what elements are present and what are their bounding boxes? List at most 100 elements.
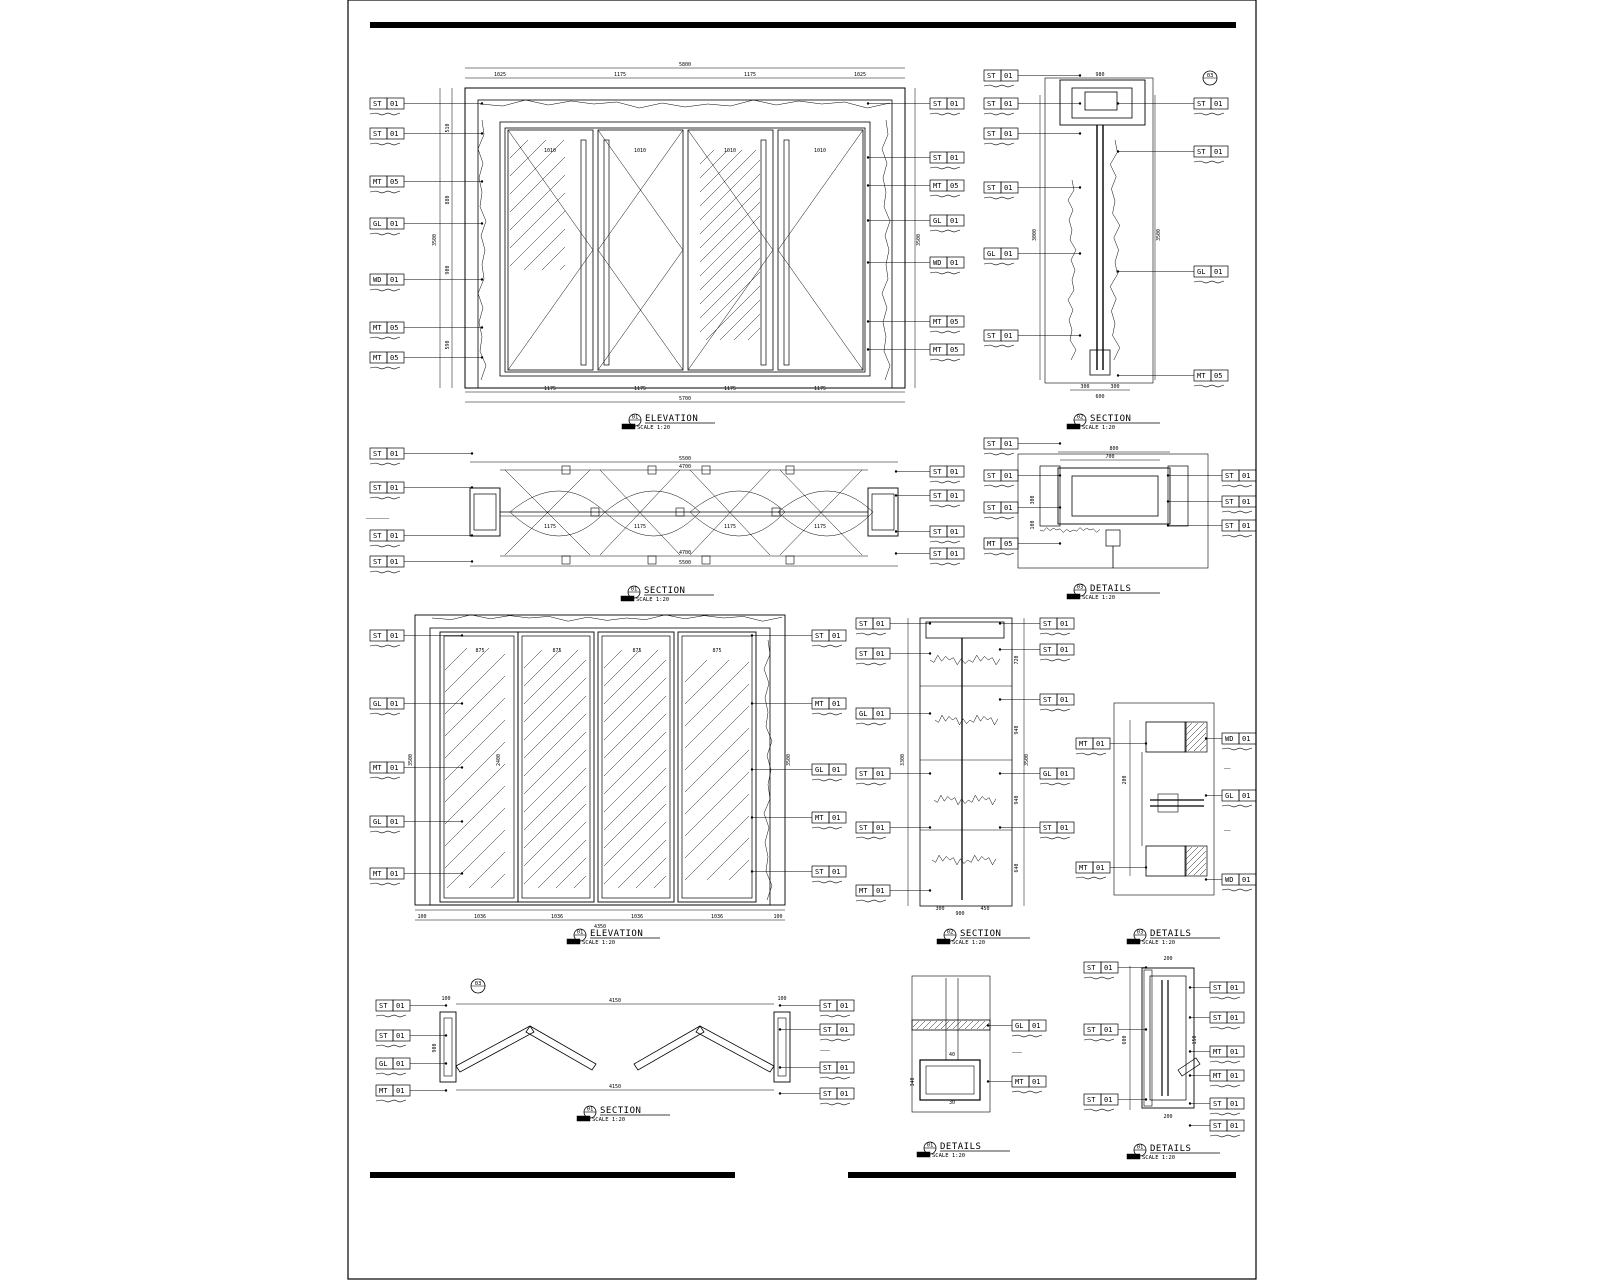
tag-note: [811, 778, 843, 782]
tag-code: ST: [1197, 100, 1206, 108]
hatch-line: [705, 285, 761, 341]
tag-note: [1075, 752, 1107, 756]
hatch-line: [1185, 722, 1205, 742]
glass-hatch: [444, 647, 506, 889]
dimension-text: 5800: [679, 62, 691, 68]
title-block-mark: [936, 938, 951, 945]
tag-note: [369, 112, 401, 116]
folded-leaf: [695, 1025, 775, 1073]
title-block-mark: [1126, 1153, 1141, 1160]
hatch-line: [509, 192, 566, 249]
note-text: ——: [1224, 828, 1231, 834]
tag-note: [1209, 1026, 1241, 1030]
tag-number-box: [1056, 821, 1075, 834]
dimension-text: 640: [1014, 863, 1020, 872]
pivot-marker: [675, 507, 685, 517]
leader-dot: [928, 889, 932, 892]
dimension-text: 1175: [544, 524, 556, 530]
tag-note: [1209, 1112, 1241, 1116]
dimension-text: 900: [432, 1043, 438, 1052]
detail-pivot: [1105, 529, 1121, 547]
tag-code: MT: [1015, 1078, 1024, 1086]
view-number: 01: [577, 930, 584, 936]
tag-note: [1039, 782, 1071, 786]
view-title-text: DETAILS: [1090, 584, 1131, 594]
swing-line: [507, 129, 594, 251]
dimension-text: 150: [1192, 1035, 1198, 1044]
tag-number-box: [1238, 789, 1257, 802]
tag-number-box: [1226, 1045, 1245, 1058]
dimension-text: 100: [773, 914, 782, 920]
view-number: 01: [1137, 1145, 1144, 1151]
tag-number: 01: [390, 818, 398, 826]
tag-number: 01: [1104, 1096, 1112, 1104]
leader-dot: [894, 552, 898, 555]
dimension-text: 300: [935, 906, 944, 912]
note-text: ———: [1012, 1050, 1023, 1056]
leader-dot: [480, 132, 484, 135]
tag-number-box: [1238, 469, 1257, 482]
hatch-line: [958, 1020, 968, 1030]
swing-line: [597, 129, 684, 251]
pivot-marker: [647, 555, 657, 565]
tag-note: [1011, 1090, 1043, 1094]
dimension-text: 1025: [854, 72, 866, 78]
leader-dot: [986, 1024, 990, 1027]
tag-note: [855, 722, 887, 726]
material-tag: ST 01: [369, 127, 484, 146]
hatch-line: [952, 1020, 962, 1030]
hatch-line: [976, 1020, 986, 1030]
tag-number: 01: [840, 1002, 848, 1010]
leader-dot: [894, 494, 898, 497]
leader-dot: [1188, 986, 1192, 989]
tag-number: 01: [1060, 620, 1068, 628]
tag-note: [369, 644, 401, 648]
tag-note: [1209, 1084, 1241, 1088]
tag-number-box: [1238, 519, 1257, 532]
tag-code: WD: [933, 259, 941, 267]
tag-number: 01: [832, 868, 840, 876]
tag-note: [1193, 384, 1225, 388]
leader-dot: [928, 826, 932, 829]
glass-hatch: [684, 659, 750, 881]
hatch-line: [523, 649, 561, 687]
view-title-text: ELEVATION: [590, 929, 643, 939]
hatch-line: [509, 156, 566, 213]
hatch-line: [523, 649, 579, 705]
tag-code: ST: [1087, 1096, 1096, 1104]
tag-note: [983, 196, 1015, 200]
tag-number: 01: [840, 1090, 848, 1098]
tag-note: [1083, 1038, 1115, 1042]
tag-code: MT: [373, 178, 382, 186]
tag-number: 01: [950, 528, 958, 536]
swing-arc: [604, 490, 701, 513]
tag-note: [1193, 280, 1225, 284]
tag-number: 01: [1242, 498, 1250, 506]
hatch-line: [684, 749, 750, 815]
tag-number: 01: [390, 130, 398, 138]
swing-line: [777, 129, 864, 251]
tag-note: [1039, 836, 1071, 840]
leader-dot: [444, 1062, 448, 1065]
tag-note: [929, 330, 961, 334]
dimension-text: 3500: [408, 754, 414, 766]
tag-code: ST: [373, 130, 382, 138]
tag-note: [1083, 1108, 1115, 1112]
leader-dot: [1116, 150, 1120, 153]
